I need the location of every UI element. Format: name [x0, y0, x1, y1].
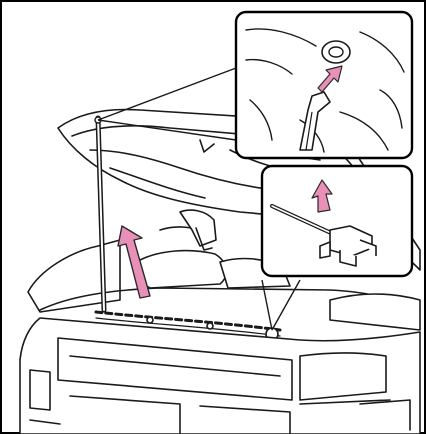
rod-clip-closeup-icon: [262, 166, 412, 276]
rod-socket-closeup-icon: [236, 12, 412, 158]
